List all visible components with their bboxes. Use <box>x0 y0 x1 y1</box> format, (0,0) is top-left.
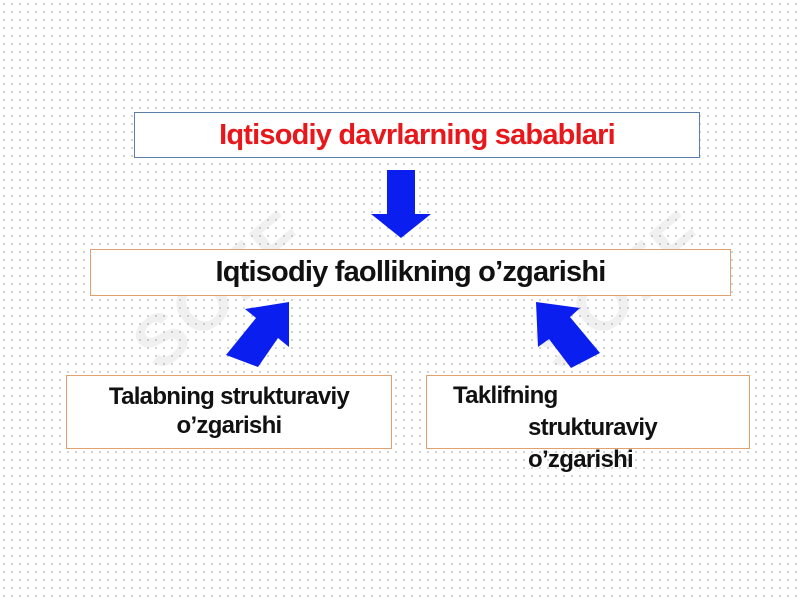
right-box <box>426 375 750 449</box>
left-text-line1: Talabning strukturaviy <box>108 383 350 410</box>
right-text-line3: o’zgarishi <box>528 446 634 473</box>
up-left-arrow-icon <box>536 302 600 368</box>
left-box: Talabning strukturaviy o’zgarishi <box>66 375 392 449</box>
title-text: Iqtisodiy davrlarning sabablari <box>219 118 616 151</box>
center-text: Iqtisodiy faollikning o’zgarishi <box>215 256 606 288</box>
title-box: Iqtisodiy davrlarning sabablari <box>134 112 700 158</box>
up-right-arrow-icon <box>226 302 289 367</box>
left-text-line2: o’zgarishi <box>176 412 282 439</box>
center-box: Iqtisodiy faollikning o’zgarishi <box>90 249 731 296</box>
down-arrow-icon <box>371 170 431 238</box>
right-text-line1: Taklifning <box>453 382 558 409</box>
right-text-line2: strukturaviy <box>528 414 658 441</box>
